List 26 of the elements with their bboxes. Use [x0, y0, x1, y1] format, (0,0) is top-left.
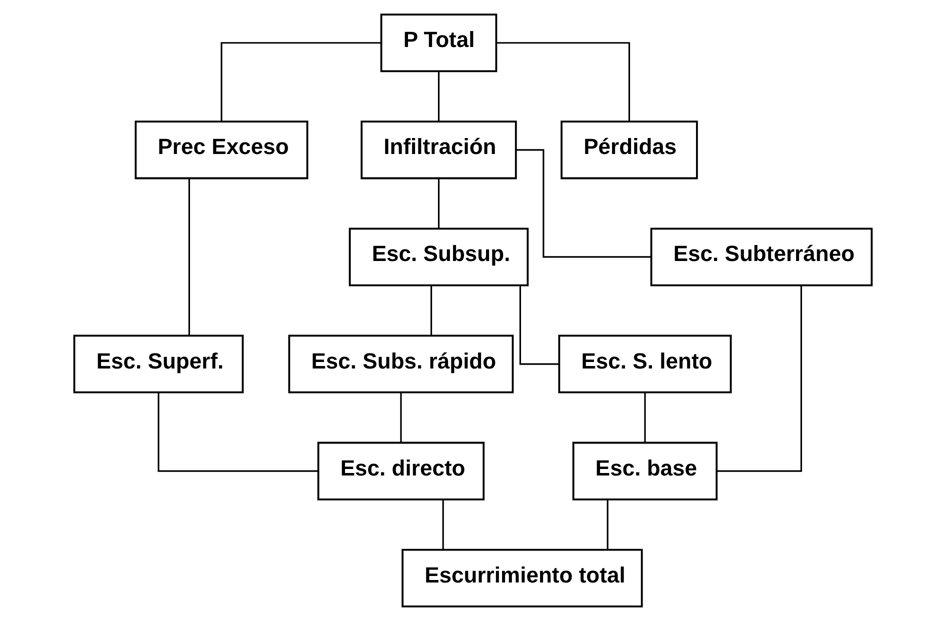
connector — [442, 500, 444, 550]
connector — [606, 500, 608, 550]
node-box: Esc. Subterráneo — [650, 228, 872, 286]
node-box: P Total — [380, 14, 497, 72]
connector — [716, 285, 802, 472]
connector — [430, 286, 432, 336]
node-box: Pérdidas — [560, 120, 698, 180]
node-box: Escurrimiento total — [401, 548, 642, 608]
node-box: Esc. directo — [316, 442, 484, 500]
node-box: Esc. Subs. rápido — [288, 334, 514, 394]
node-box: Infiltración — [360, 120, 516, 180]
connector — [188, 178, 190, 336]
node-box: Esc. Superf. — [72, 334, 244, 394]
connector — [437, 72, 440, 122]
node-box: Esc. Subsup. — [348, 228, 528, 286]
connector — [437, 178, 440, 228]
node-box: Esc. S. lento — [558, 334, 732, 394]
connector — [515, 149, 651, 258]
connector — [496, 42, 630, 122]
connector — [157, 392, 318, 472]
connector — [400, 392, 402, 442]
connector — [518, 286, 559, 365]
node-box: Esc. base — [572, 442, 718, 500]
node-box: Prec Exceso — [134, 120, 308, 180]
connector — [220, 42, 381, 122]
connector — [644, 392, 646, 442]
